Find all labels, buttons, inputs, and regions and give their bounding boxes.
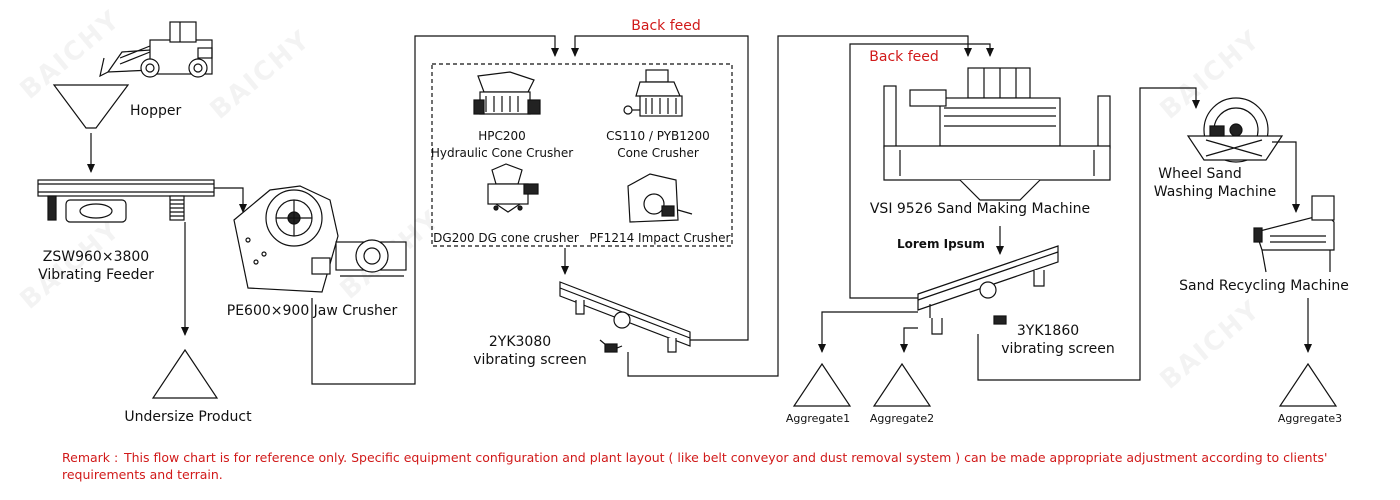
hopper-icon [52, 84, 130, 129]
jaw-crusher-icon [233, 185, 407, 293]
recycling-label: Sand Recycling Machine [1179, 278, 1349, 294]
vibrating-screen-2-icon [917, 245, 1059, 335]
feeder-model-label: ZSW960×3800 [42, 249, 150, 265]
wheel-sand-washer-icon [1186, 97, 1284, 163]
back-feed-1-label: Back feed [631, 18, 701, 34]
dg-name-label: DG200 DG cone crusher [433, 231, 579, 245]
dg-cone-crusher-icon [487, 163, 539, 213]
hpc-name-label: Hydraulic Cone Crusher [430, 146, 574, 160]
aggregate3-label: Aggregate3 [1277, 412, 1343, 425]
aggregate2-label: Aggregate2 [869, 412, 935, 425]
undersize-label: Undersize Product [124, 409, 252, 425]
screen2-name-label: vibrating screen [1001, 341, 1115, 357]
screen1-name-label: vibrating screen [473, 352, 587, 368]
back-feed-2-label: Back feed [869, 49, 939, 65]
feeder-name-label: Vibrating Feeder [38, 267, 154, 283]
cs-name-label: Cone Crusher [617, 146, 699, 160]
aggregate2-pile-icon [872, 362, 932, 407]
vibrating-feeder-icon [37, 179, 215, 223]
sand-recycling-machine-icon [1253, 195, 1335, 273]
vibrating-screen-1-icon [559, 281, 691, 353]
screen1-model-label: 2YK3080 [488, 334, 552, 350]
screen2-model-label: 3YK1860 [1016, 323, 1080, 339]
cs-model-label: CS110 / PYB1200 [606, 129, 710, 143]
pf-name-label: PF1214 Impact Crusher [589, 231, 731, 245]
remark-key: Remark : [62, 450, 119, 465]
vsi-label: VSI 9526 Sand Making Machine [869, 201, 1091, 217]
impact-crusher-icon [627, 173, 693, 223]
aggregate1-label: Aggregate1 [785, 412, 851, 425]
crusher-options-box [431, 63, 733, 247]
wheel-washer-label-2: Washing Machine [1153, 184, 1277, 200]
aggregate1-pile-icon [792, 362, 852, 407]
hpc-model-label: HPC200 [478, 129, 526, 143]
undersize-pile-icon [151, 348, 219, 399]
wheel-washer-label-1: Wheel Sand [1158, 166, 1242, 182]
cs-cone-crusher-icon [623, 69, 683, 117]
wheel-loader-icon [99, 21, 213, 78]
remark-text: This flow chart is for reference only. S… [62, 450, 1328, 482]
hpc-cone-crusher-icon [473, 71, 541, 115]
hopper-label: Hopper [130, 103, 182, 119]
lorem-label: Lorem Ipsum [897, 237, 985, 251]
remark-note: Remark :This flow chart is for reference… [62, 449, 1362, 483]
vsi-sand-making-machine-icon [883, 67, 1111, 201]
aggregate3-pile-icon [1278, 362, 1338, 407]
jaw-crusher-label: PE600×900 Jaw Crusher [226, 303, 398, 319]
